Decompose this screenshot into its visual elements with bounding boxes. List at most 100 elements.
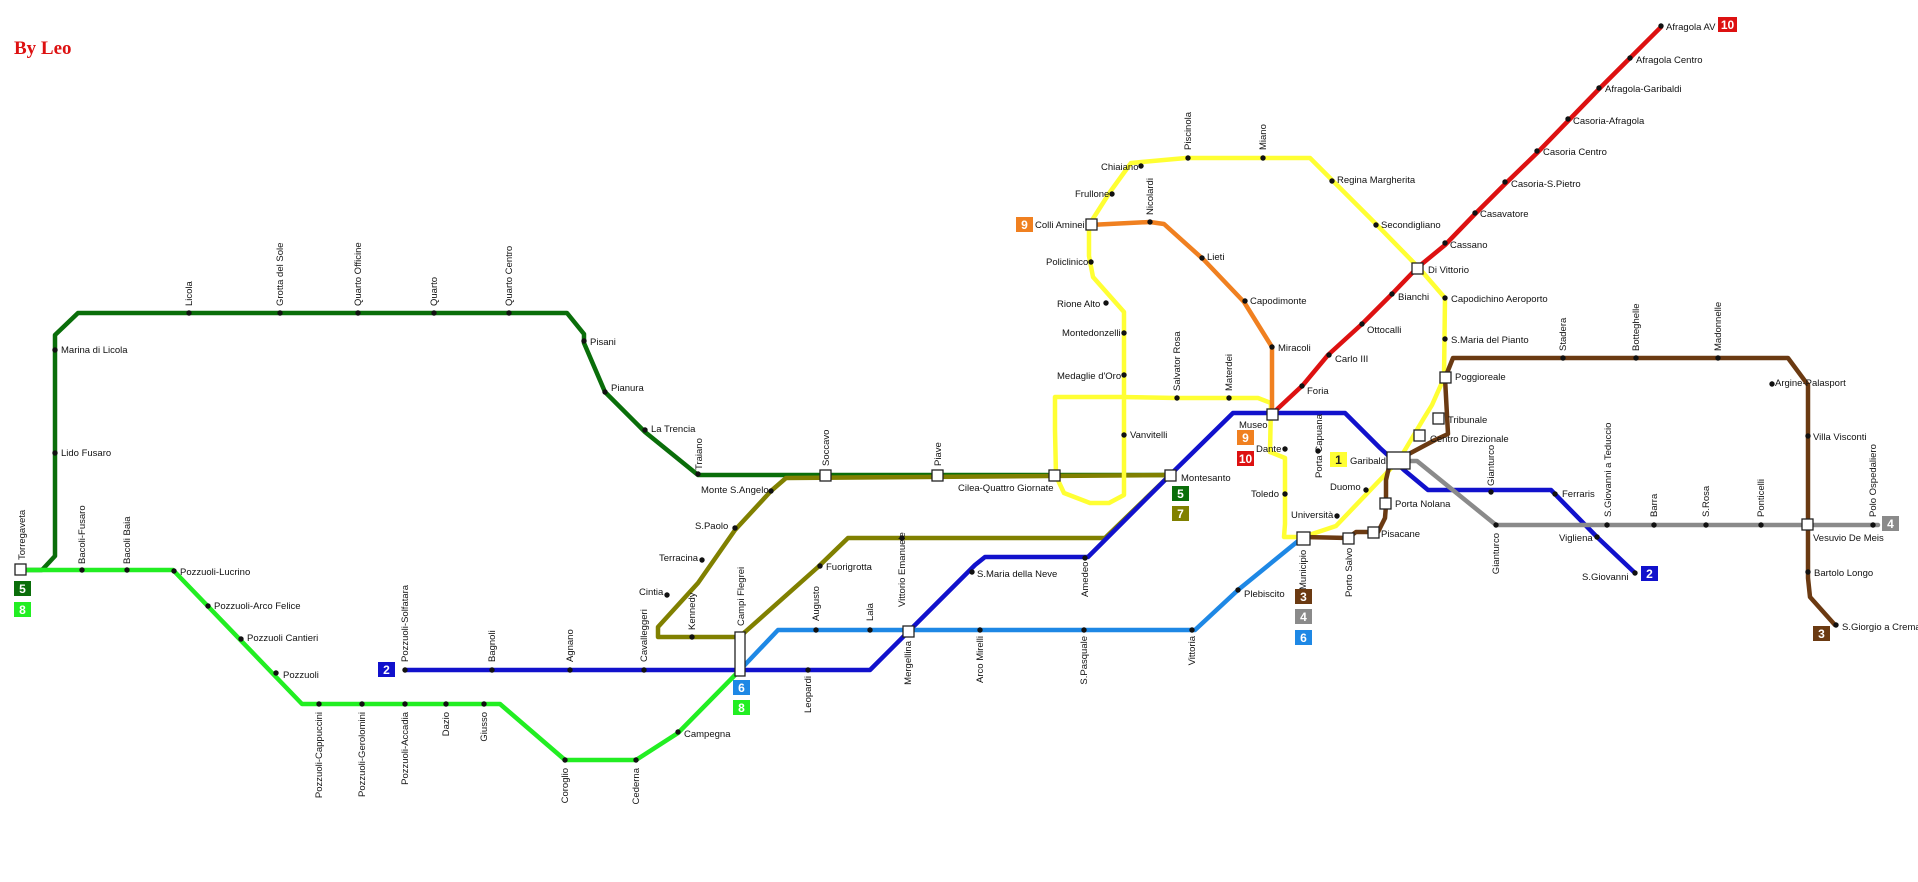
line-6-badge[interactable]: 6 <box>1295 630 1312 645</box>
station-quarto[interactable]: Quarto <box>429 277 440 316</box>
station-campi-flegrei[interactable]: Campi Flegrei <box>734 567 747 677</box>
station-barra[interactable]: Barra <box>1649 493 1660 528</box>
station-centro-direzionale[interactable]: Centro Direzionale <box>1413 429 1509 445</box>
station-casavatore[interactable]: Casavatore <box>1472 209 1529 220</box>
station-traiano[interactable]: Traiano <box>694 438 705 477</box>
line-5-badge[interactable]: 5 <box>14 581 31 596</box>
station-regina-margherita[interactable]: Regina Margherita <box>1329 175 1416 186</box>
station-rione-alto[interactable]: Rione Alto <box>1057 299 1109 310</box>
station-lido-fusaro[interactable]: Lido Fusaro <box>52 448 111 459</box>
station-s-maria-della-neve[interactable]: S.Maria della Neve <box>969 569 1057 580</box>
station-coroglio[interactable]: Coroglio <box>560 757 571 803</box>
station-botteghelle[interactable]: Botteghelle <box>1631 303 1642 361</box>
station-materdei[interactable]: Materdei <box>1224 354 1235 401</box>
line-2-badge[interactable]: 2 <box>1641 566 1658 581</box>
station-monte-s-angelo[interactable]: Monte S.Angelo <box>701 485 774 496</box>
station-casoria-afragola[interactable]: Casoria-Afragola <box>1565 116 1645 127</box>
station-fuorigrotta[interactable]: Fuorigrotta <box>817 562 873 573</box>
station-polo-ospedaliero[interactable]: Polo Ospedaliero <box>1868 444 1879 528</box>
station-afragola-centro[interactable]: Afragola Centro <box>1627 55 1703 66</box>
station-pozzuoli-cappuccini[interactable]: Pozzuoli-Cappuccini <box>314 701 325 798</box>
station-salvator-rosa[interactable]: Salvator Rosa <box>1172 331 1183 401</box>
station-s-giovanni[interactable]: S.Giovanni <box>1582 570 1638 583</box>
station-vigliena[interactable]: Vigliena <box>1559 533 1600 544</box>
station-pozzuoli-accadia[interactable]: Pozzuoli-Accadia <box>400 701 411 785</box>
station-museo[interactable]: Museo <box>1239 408 1279 431</box>
station-cintia[interactable]: Cintia <box>639 587 670 598</box>
station-pianura[interactable]: Pianura <box>602 383 644 395</box>
line-5-badge[interactable]: 5 <box>1172 486 1189 501</box>
station-ponticelli[interactable]: Ponticelli <box>1756 479 1767 528</box>
station-casoria-centro[interactable]: Casoria Centro <box>1534 147 1607 158</box>
station-municipio[interactable]: Municipio <box>1296 531 1311 590</box>
line-3-badge[interactable]: 3 <box>1295 589 1312 604</box>
station-amedeo[interactable]: Amedeo <box>1080 555 1091 597</box>
line-7-badge[interactable]: 7 <box>1172 506 1189 521</box>
station-cassano[interactable]: Cassano <box>1442 240 1488 251</box>
station-s-rosa[interactable]: S.Rosa <box>1701 485 1712 528</box>
station-porta-nolana[interactable]: Porta Nolana <box>1379 497 1451 510</box>
station-carlo-iii[interactable]: Carlo III <box>1326 352 1368 365</box>
station-la-trencia[interactable]: La Trencia <box>642 424 696 435</box>
station-dazio[interactable]: Dazio <box>441 701 452 736</box>
line-9-badge[interactable]: 9 <box>1237 430 1254 445</box>
station-bacoli-baia[interactable]: Bacoli Baia <box>122 516 133 573</box>
station-agnano[interactable]: Agnano <box>565 629 576 673</box>
station-foria[interactable]: Foria <box>1299 383 1329 397</box>
station-torregaveta[interactable]: Torregaveta <box>14 509 28 576</box>
station-plebiscito[interactable]: Plebiscito <box>1235 587 1285 600</box>
station-cavalleggeri[interactable]: Cavalleggeri <box>639 609 650 673</box>
station-colli-aminei[interactable]: Colli Aminei <box>1035 218 1098 231</box>
station-madonnelle[interactable]: Madonnelle <box>1713 302 1724 361</box>
station-afragola-garibaldi[interactable]: Afragola-Garibaldi <box>1596 84 1682 95</box>
station-bianchi[interactable]: Bianchi <box>1389 291 1429 303</box>
line-6-badge[interactable]: 6 <box>733 680 750 695</box>
station-vittorio-emanuele[interactable]: Vittorio Emanuele <box>897 532 908 607</box>
station-pisani[interactable]: Pisani <box>581 337 616 348</box>
station-piave[interactable]: Piave <box>931 442 944 482</box>
station-leopardi[interactable]: Leopardi <box>803 667 814 713</box>
station-garibaldi[interactable]: Garibaldi <box>1350 451 1411 470</box>
station-quarto-officine[interactable]: Quarto Officine <box>353 242 364 316</box>
line-10-badge[interactable]: 10 <box>1237 451 1254 466</box>
station-pisacane[interactable]: Pisacane <box>1367 526 1420 540</box>
station-campegna[interactable]: Campegna <box>675 729 731 740</box>
station-bartolo-longo[interactable]: Bartolo Longo <box>1805 568 1873 579</box>
station-bacoli-fusaro[interactable]: Bacoli-Fusaro <box>77 505 88 573</box>
station-miano[interactable]: Miano <box>1258 124 1269 161</box>
station-pozzuoli-gerolomini[interactable]: Pozzuoli-Gerolomini <box>357 701 368 797</box>
station-lala[interactable]: Lala <box>865 602 876 633</box>
station-montesanto[interactable]: Montesanto <box>1164 469 1231 484</box>
station-porto-salvo[interactable]: Porto Salvo <box>1342 532 1355 597</box>
station-bagnoli[interactable]: Bagnoli <box>487 630 498 673</box>
station-pozzuoli-solfatara[interactable]: Pozzuoli-Solfatara <box>400 584 411 673</box>
station-secondigliano[interactable]: Secondigliano <box>1373 220 1441 231</box>
station-medaglie-d-oro[interactable]: Medaglie d'Oro <box>1057 371 1127 382</box>
line-4-badge[interactable]: 4 <box>1295 609 1312 624</box>
station-terracina[interactable]: Terracina <box>659 553 705 564</box>
station-vittoria[interactable]: Vittoria <box>1187 627 1198 665</box>
station-piscinola[interactable]: Piscinola <box>1183 111 1194 161</box>
station-gianturco-line-4[interactable]: Gianturco <box>1491 522 1502 574</box>
station-giusso[interactable]: Giusso <box>479 701 490 742</box>
station-augusto[interactable]: Augusto <box>811 586 822 633</box>
station-quarto-centro[interactable]: Quarto Centro <box>504 246 515 316</box>
station-ferraris[interactable]: Ferraris <box>1552 489 1595 500</box>
station-tribunale[interactable]: Tribunale <box>1432 412 1487 426</box>
station-stadera[interactable]: Stadera <box>1558 317 1569 361</box>
station-dante[interactable]: Dante <box>1256 444 1288 455</box>
station-s-giorgio-a-cremano[interactable]: S.Giorgio a Cremano <box>1833 622 1918 633</box>
station-toledo[interactable]: Toledo <box>1251 489 1288 500</box>
line-3-badge[interactable]: 3 <box>1813 626 1830 641</box>
station-s-paolo[interactable]: S.Paolo <box>695 521 738 532</box>
station-marina-di-licola[interactable]: Marina di Licola <box>52 345 128 356</box>
station-capodichino-aeroporto[interactable]: Capodichino Aeroporto <box>1442 294 1548 305</box>
station-pozzuoli-lucrino[interactable]: Pozzuoli-Lucrino <box>171 567 250 578</box>
station-grotta-del-sole[interactable]: Grotta del Sole <box>275 243 286 316</box>
station-porta-capuana[interactable]: Porta Capuana <box>1314 413 1325 478</box>
line-8-badge[interactable]: 8 <box>14 602 31 617</box>
line-4-badge[interactable]: 4 <box>1882 516 1899 531</box>
station-gianturco-line-2[interactable]: Gianturco <box>1486 445 1497 495</box>
line-2-badge[interactable]: 2 <box>378 662 395 677</box>
station-afragola-av[interactable]: Afragola AV <box>1658 22 1716 33</box>
